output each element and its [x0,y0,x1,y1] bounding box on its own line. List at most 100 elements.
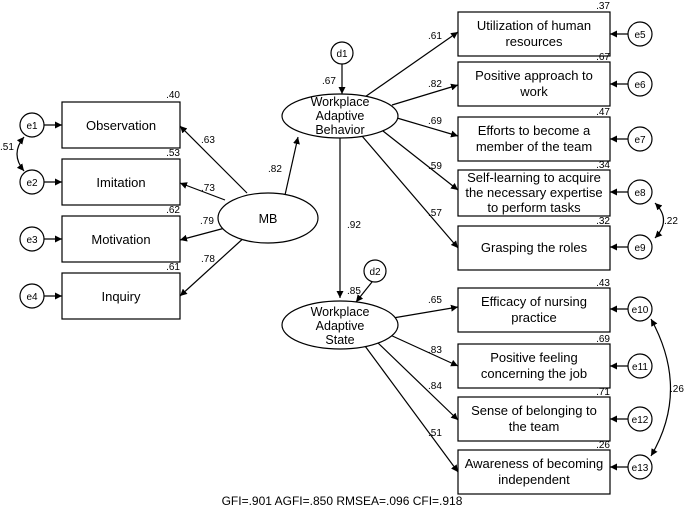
loading-wab-4 [382,130,459,191]
error-e2-label: e2 [26,178,38,189]
indicator-grasping-label: Grasping the roles [481,240,588,255]
coef-wab-efforts: .69 [428,116,442,127]
loading-mb-imitation [179,182,226,201]
error-e7 [627,126,653,152]
latent-wab-line-1: Workplace [311,95,370,109]
indicator-efforts-line-2: member of the team [476,139,592,154]
indicator-positive-feeling-line-2: concerning the job [481,366,587,381]
latent-wab-line-3: Behavior [315,123,364,137]
coef-mb-observation: .63 [201,135,215,146]
r2-motivation: .62 [166,205,180,216]
loading-wab-3 [396,117,459,138]
covariance-e1-e2 [16,136,25,172]
coef-mb-inquiry: .78 [201,254,215,265]
error-e1 [19,112,45,138]
latent-wab-line-2: Adaptive [316,109,365,123]
error-e11 [627,353,653,379]
coef-mb-to-wab: .82 [268,164,282,175]
error-e3-label: e3 [26,235,38,246]
error-e4-label: e4 [26,292,38,303]
error-e7-label: e7 [634,135,646,146]
indicator-inquiry-label: Inquiry [101,289,141,304]
fit-indices: GFI=.901 AGFI=.850 RMSEA=.096 CFI=.918 [222,494,463,508]
error-e13-label: e13 [632,463,649,474]
path-d2-to-was [355,281,373,303]
indicator-observation-label: Observation [86,118,156,133]
indicator-imitation-box [61,158,181,206]
latent-was-line-2: Adaptive [316,319,365,333]
r2-observation: .40 [166,90,180,101]
latent-workplace-adaptive-behavior [281,93,399,139]
indicator-efficacy-box [457,287,611,333]
error-e10 [627,296,653,322]
latent-was-line-1: Workplace [311,305,370,319]
error-e10-label: e10 [632,305,649,316]
error-e9 [627,234,653,260]
indicator-positive-approach-line-2: work [519,84,548,99]
r2-efficacy: .43 [596,278,610,289]
disturbance-d1 [330,41,354,65]
indicator-self-learning-line-3: to perform tasks [487,200,581,215]
indicator-efforts-box [457,116,611,162]
r2-grasping: .32 [596,216,610,227]
error-e6-label: e6 [634,80,646,91]
coef-was-r2: .85 [347,286,361,297]
coef-was-positive-feeling: .83 [428,345,442,356]
r2-efforts: .47 [596,107,610,118]
latent-workplace-adaptive-state [281,300,399,350]
loading-was-2 [387,333,459,367]
loading-mb-motivation [179,227,226,242]
coef-cov-e8-e9: .22 [664,216,678,227]
indicator-observation-box [61,101,181,149]
r2-positive-feeling: .69 [596,334,610,345]
indicator-self-learning-box [457,169,611,217]
error-e9-label: e9 [634,243,646,254]
error-e5-label: e5 [634,30,646,41]
latent-mb [217,192,319,244]
indicator-self-learning-line-1: Self-learning to acquire [467,170,601,185]
loading-mb-observation [179,125,248,194]
error-e4 [19,283,45,309]
r2-positive-approach: .67 [596,52,610,63]
error-e13 [627,454,653,480]
coef-was-sense-of-belonging: .84 [428,381,442,392]
indicator-sense-of-belonging-line-2: the team [509,419,560,434]
indicator-sense-of-belonging-box [457,396,611,442]
coef-wab-r2: .67 [322,76,336,87]
r2-utilization: .37 [596,1,610,12]
indicator-motivation-box [61,215,181,263]
indicator-motivation-label: Motivation [91,232,150,247]
loading-was-3 [376,341,459,421]
loading-was-1 [392,304,459,319]
r2-imitation: .53 [166,148,180,159]
coef-was-efficacy: .65 [428,295,442,306]
indicator-efficacy-line-2: practice [511,310,557,325]
coef-wab-positive-approach: .82 [428,79,442,90]
indicator-positive-approach-line-1: Positive approach to [475,68,593,83]
indicator-grasping-box [457,225,611,271]
indicator-utilization-line-2: resources [505,34,563,49]
coef-wab-utilization: .61 [428,31,442,42]
error-e8 [627,179,653,205]
error-e12-label: e12 [632,415,649,426]
loading-was-4 [364,345,459,473]
coef-was-awareness: .51 [428,428,442,439]
indicator-utilization-line-1: Utilization of human [477,18,591,33]
latent-was-line-3: State [325,333,354,347]
disturbance-d2 [363,259,387,283]
coef-wab-grasping: .57 [428,208,442,219]
r2-self-learning: .34 [596,160,610,171]
error-e11-label: e11 [632,362,648,373]
loading-mb-inquiry [179,234,248,297]
covariance-e10-e13 [650,318,671,457]
coef-wab-to-was: .92 [347,220,361,231]
error-e3 [19,226,45,252]
indicator-efforts-line-1: Efforts to become a [478,123,591,138]
indicator-efficacy-line-1: Efficacy of nursing [481,294,587,309]
loading-wab-1 [361,31,459,100]
coef-mb-imitation: .73 [201,183,215,194]
error-e2 [19,169,45,195]
r2-sense-of-belonging: .71 [596,387,610,398]
r2-inquiry: .61 [166,262,180,273]
loading-wab-2 [391,83,459,106]
